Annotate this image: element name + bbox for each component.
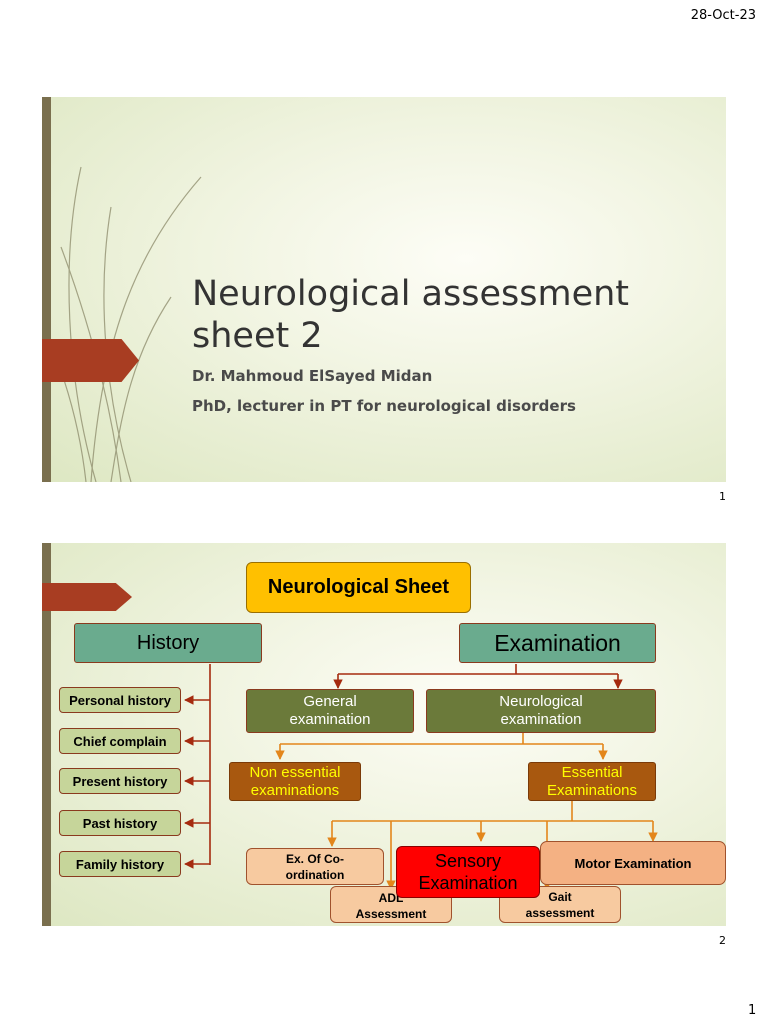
history-item-chief-complain: Chief complain <box>59 728 181 754</box>
accent-tab <box>42 583 132 611</box>
header-date: 28-Oct-23 <box>690 8 756 23</box>
author-name: Dr. Mahmoud ElSayed Midan <box>192 367 433 385</box>
general-examination-box: General examination <box>246 689 414 733</box>
motor-examination-box: Motor Examination <box>540 841 726 885</box>
history-box: History <box>74 623 262 663</box>
page-number: 1 <box>748 1003 757 1018</box>
history-item-past: Past history <box>59 810 181 836</box>
slide-title: Neurological assessment sheet 2 <box>192 273 629 357</box>
non-essential-examinations-box: Non essential examinations <box>229 762 361 801</box>
title-line-1: Neurological assessment <box>192 274 630 314</box>
coordination-exam-box: Ex. Of Co-ordination <box>246 848 384 885</box>
accent-tab <box>42 339 139 382</box>
sensory-examination-box: Sensory Examination <box>396 846 540 898</box>
slide-sidebar-bar <box>42 97 51 482</box>
essential-examinations-box: Essential Examinations <box>528 762 656 801</box>
history-item-present: Present history <box>59 768 181 794</box>
examination-box: Examination <box>459 623 656 663</box>
history-item-personal: Personal history <box>59 687 181 713</box>
slide-2-number: 2 <box>719 934 726 947</box>
history-item-family: Family history <box>59 851 181 877</box>
slide-1: Neurological assessment sheet 2 Dr. Mahm… <box>42 97 726 482</box>
slide-2: Neurological Sheet History Examination P… <box>42 543 726 926</box>
neurological-examination-box: Neurological examination <box>426 689 656 733</box>
author-role: PhD, lecturer in PT for neurological dis… <box>192 397 576 415</box>
title-line-2: sheet 2 <box>192 316 323 356</box>
slide-1-number: 1 <box>719 490 726 503</box>
slide-sidebar-bar <box>42 543 51 926</box>
root-neurological-sheet: Neurological Sheet <box>246 562 471 613</box>
